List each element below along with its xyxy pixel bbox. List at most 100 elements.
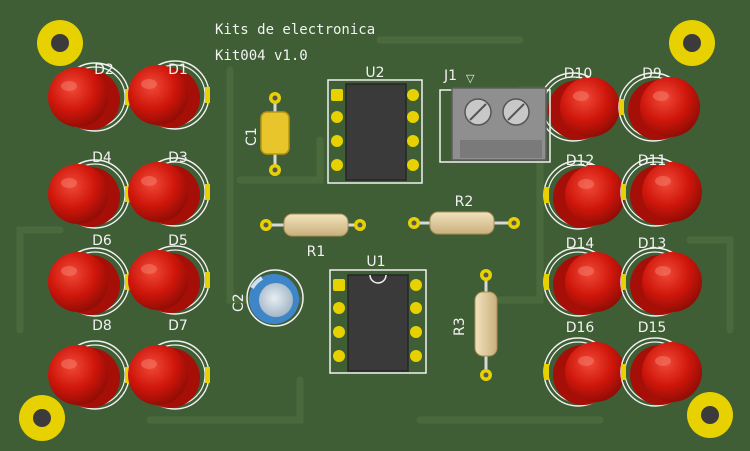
led-pad — [544, 187, 549, 203]
led-label: D8 — [92, 318, 112, 334]
led-body — [642, 162, 702, 222]
led-highlight — [141, 79, 157, 89]
led-highlight — [655, 356, 671, 366]
led-body — [48, 67, 108, 127]
led-d2: D2 — [48, 62, 130, 132]
mounting-holes — [19, 20, 733, 441]
led-body — [128, 65, 188, 125]
led-pad — [621, 364, 626, 380]
led-highlight — [141, 264, 157, 274]
led-highlight — [141, 176, 157, 186]
led-pad — [125, 89, 130, 105]
led-d6: D6 — [48, 233, 130, 317]
led-d5: D5 — [128, 233, 210, 315]
mounting-hole-bottom-right — [687, 392, 733, 438]
j1-pin1-marker: ▽ — [466, 72, 475, 85]
board-title: Kits de electronica — [215, 22, 375, 38]
led-body — [565, 165, 625, 225]
led-label: D7 — [168, 318, 188, 334]
led-pad — [621, 184, 626, 200]
led-pad — [125, 367, 130, 383]
r3-label: R3 — [452, 317, 468, 336]
led-d14: D14 — [543, 236, 625, 317]
capacitor-c1: C1 — [244, 92, 290, 176]
led-d15: D15 — [620, 320, 702, 407]
led-body — [48, 252, 108, 312]
led-highlight — [578, 356, 594, 366]
led-pad — [544, 364, 549, 380]
led-pad — [125, 274, 130, 290]
led-label: D13 — [638, 236, 667, 252]
j1-label: J1 — [443, 68, 457, 84]
led-body — [128, 162, 188, 222]
mounting-hole-bottom-left — [19, 395, 65, 441]
led-label: D1 — [168, 62, 188, 78]
led-highlight — [653, 91, 669, 101]
u1-label: U1 — [366, 254, 385, 270]
led-label: D16 — [566, 320, 595, 336]
led-body — [642, 342, 702, 402]
led-highlight — [655, 176, 671, 186]
led-d4: D4 — [48, 150, 130, 229]
led-highlight — [578, 266, 594, 276]
led-d11: D11 — [620, 153, 702, 227]
led-d12: D12 — [543, 153, 625, 230]
c1-label: C1 — [244, 127, 260, 146]
led-label: D3 — [168, 150, 188, 166]
led-body — [128, 345, 188, 405]
led-d16: D16 — [543, 320, 625, 407]
resistor-r1: R1 — [260, 213, 366, 260]
led-highlight — [61, 266, 77, 276]
u2-label: U2 — [365, 65, 384, 81]
resistor-r3: R3 — [452, 269, 498, 381]
led-label: D5 — [168, 233, 188, 249]
led-body — [48, 345, 108, 405]
led-body — [560, 77, 620, 137]
led-pad — [619, 99, 624, 115]
led-label: D4 — [92, 150, 112, 166]
board-version: Kit004 v1.0 — [215, 48, 308, 64]
led-highlight — [578, 179, 594, 189]
led-body — [128, 250, 188, 310]
mounting-hole-top-right — [669, 20, 715, 66]
led-label: D9 — [642, 66, 662, 82]
ic-u2: U2 — [327, 65, 423, 184]
led-body — [48, 164, 108, 224]
led-label: D14 — [566, 236, 595, 252]
led-d1: D1 — [128, 60, 210, 130]
led-pad — [621, 274, 626, 290]
led-d7: D7 — [128, 318, 210, 410]
ic-u1: U1 — [329, 254, 427, 374]
led-pad — [205, 272, 210, 288]
led-label: D15 — [638, 320, 667, 336]
led-highlight — [61, 359, 77, 369]
r1-label: R1 — [307, 244, 326, 260]
led-pad — [205, 367, 210, 383]
mounting-hole-top-left — [37, 20, 83, 66]
led-highlight — [655, 266, 671, 276]
led-highlight — [61, 178, 77, 188]
led-pad — [205, 87, 210, 103]
led-pad — [125, 186, 130, 202]
led-label: D10 — [564, 66, 593, 82]
led-label: D11 — [638, 153, 667, 169]
led-pad — [544, 274, 549, 290]
led-highlight — [141, 359, 157, 369]
led-highlight — [573, 91, 589, 101]
led-label: D6 — [92, 233, 112, 249]
led-d8: D8 — [48, 318, 130, 410]
led-d13: D13 — [620, 236, 702, 317]
led-label: D2 — [94, 62, 114, 78]
led-d3: D3 — [128, 150, 210, 227]
led-highlight — [61, 81, 77, 91]
led-body — [565, 252, 625, 312]
led-body — [640, 77, 700, 137]
led-pad — [205, 184, 210, 200]
resistor-r2: R2 — [408, 194, 520, 235]
capacitor-c2: C2 — [231, 269, 304, 327]
led-body — [565, 342, 625, 402]
r2-label: R2 — [455, 194, 474, 210]
